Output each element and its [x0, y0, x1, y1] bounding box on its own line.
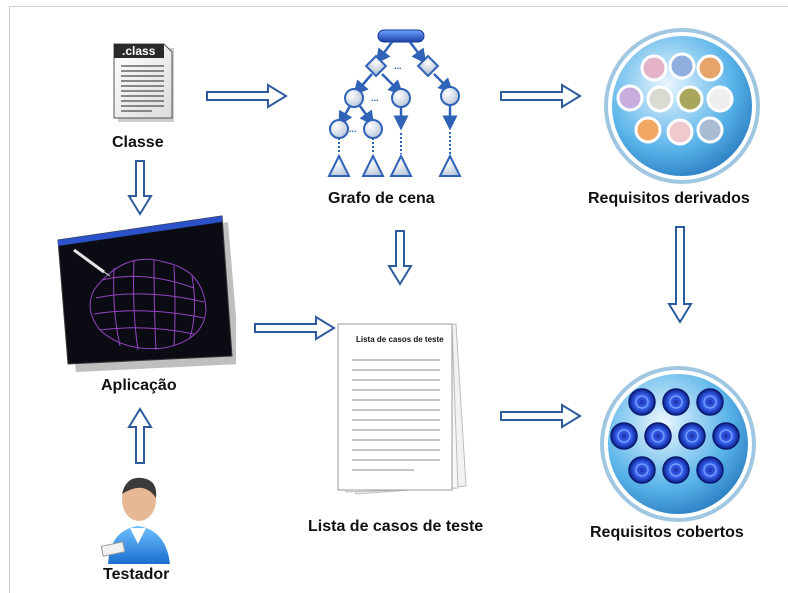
arrow-grafo-to-derivados [500, 83, 582, 109]
label-aplicacao: Aplicação [101, 377, 177, 394]
arrow-derivados-to-cobertos [667, 226, 693, 324]
arrow-classe-to-grafo [206, 83, 288, 109]
tester-person-icon [100, 477, 170, 564]
svg-text:...: ... [371, 93, 379, 103]
arrow-lista-to-cobertos [500, 403, 582, 429]
class-file-tag: .class [122, 44, 156, 58]
test-list-document-title: Lista de casos de teste [356, 335, 444, 344]
frame-line-top [9, 6, 788, 7]
svg-text:...: ... [394, 61, 402, 71]
class-document-icon [113, 43, 174, 122]
arrow-aplicacao-to-lista [254, 315, 336, 341]
label-testador: Testador [103, 566, 170, 583]
label-requisitos-derivados: Requisitos derivados [588, 190, 750, 207]
arrow-testador-to-aplicacao [127, 407, 153, 464]
application-screen-icon [57, 215, 236, 372]
label-classe: Classe [112, 134, 164, 151]
label-lista-de-casos-de-teste: Lista de casos de teste [308, 518, 484, 535]
label-requisitos-cobertos: Requisitos cobertos [590, 524, 744, 541]
covered-requirements-disc-icon [600, 366, 756, 522]
arrow-grafo-to-lista [387, 230, 413, 286]
frame-line-left [9, 6, 10, 593]
scene-graph-icon: ......... [327, 29, 462, 177]
svg-text:...: ... [349, 124, 357, 134]
label-grafo-de-cena: Grafo de cena [328, 190, 435, 207]
test-cases-document-stack-icon [337, 323, 467, 495]
arrow-classe-to-aplicacao [127, 160, 153, 216]
derived-requirements-disc-icon [604, 28, 760, 184]
